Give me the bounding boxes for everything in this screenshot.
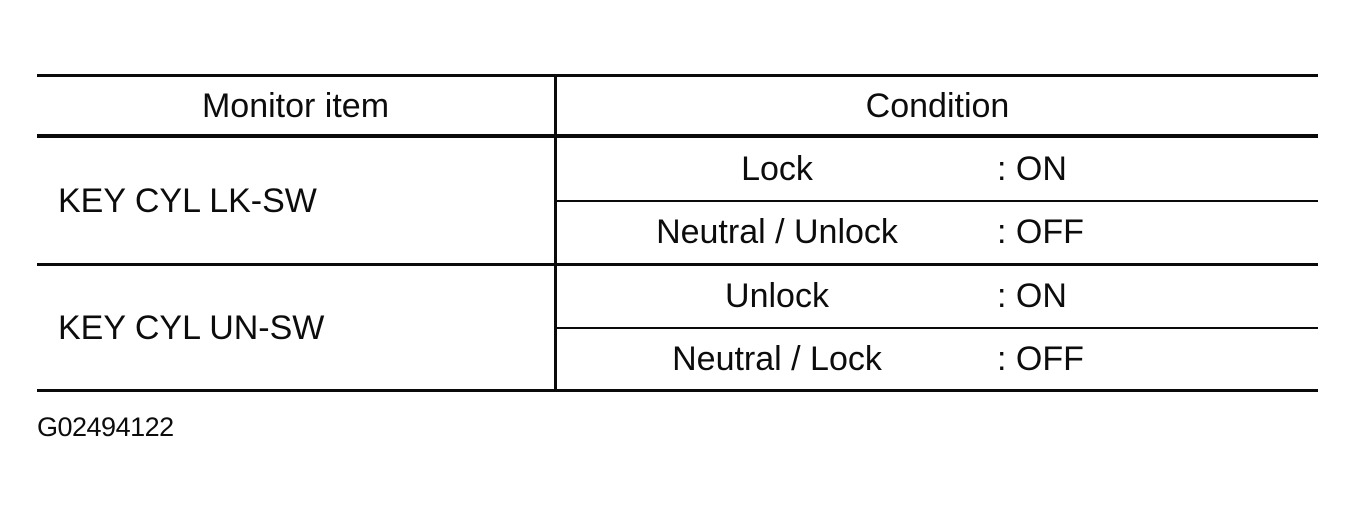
condition-row: Unlock : ON <box>557 266 1318 329</box>
condition-value: : ON <box>997 149 1067 188</box>
column-header-monitor-item: Monitor item <box>37 77 557 134</box>
condition-state: Neutral / Unlock <box>656 213 898 252</box>
condition-state: Neutral / Lock <box>672 339 882 378</box>
condition-state: Lock <box>741 149 813 188</box>
monitor-item-cell: KEY CYL UN-SW <box>37 266 557 389</box>
column-header-condition-label: Condition <box>865 86 1010 125</box>
table-row: KEY CYL LK-SW Lock : ON Neutral / Unlock… <box>37 138 1318 266</box>
column-header-monitor-item-label: Monitor item <box>201 86 390 125</box>
monitor-item-cell: KEY CYL LK-SW <box>37 138 557 263</box>
condition-cell: Unlock : ON Neutral / Lock : OFF <box>557 266 1318 389</box>
table-row: KEY CYL UN-SW Unlock : ON Neutral / Lock… <box>37 266 1318 392</box>
condition-value: : ON <box>997 277 1067 316</box>
condition-row: Neutral / Unlock : OFF <box>557 202 1318 264</box>
condition-value: : OFF <box>997 213 1084 252</box>
condition-row: Lock : ON <box>557 138 1318 202</box>
condition-value: : OFF <box>997 339 1084 378</box>
monitor-condition-table: Monitor item Condition KEY CYL LK-SW Loc… <box>37 74 1318 392</box>
column-header-condition: Condition <box>557 77 1318 134</box>
monitor-item-label: KEY CYL LK-SW <box>58 181 317 220</box>
table-header-row: Monitor item Condition <box>37 77 1318 138</box>
condition-cell: Lock : ON Neutral / Unlock : OFF <box>557 138 1318 263</box>
condition-state: Unlock <box>725 277 829 316</box>
monitor-item-label: KEY CYL UN-SW <box>58 308 325 347</box>
figure-id: G02494122 <box>37 412 174 442</box>
condition-row: Neutral / Lock : OFF <box>557 329 1318 390</box>
